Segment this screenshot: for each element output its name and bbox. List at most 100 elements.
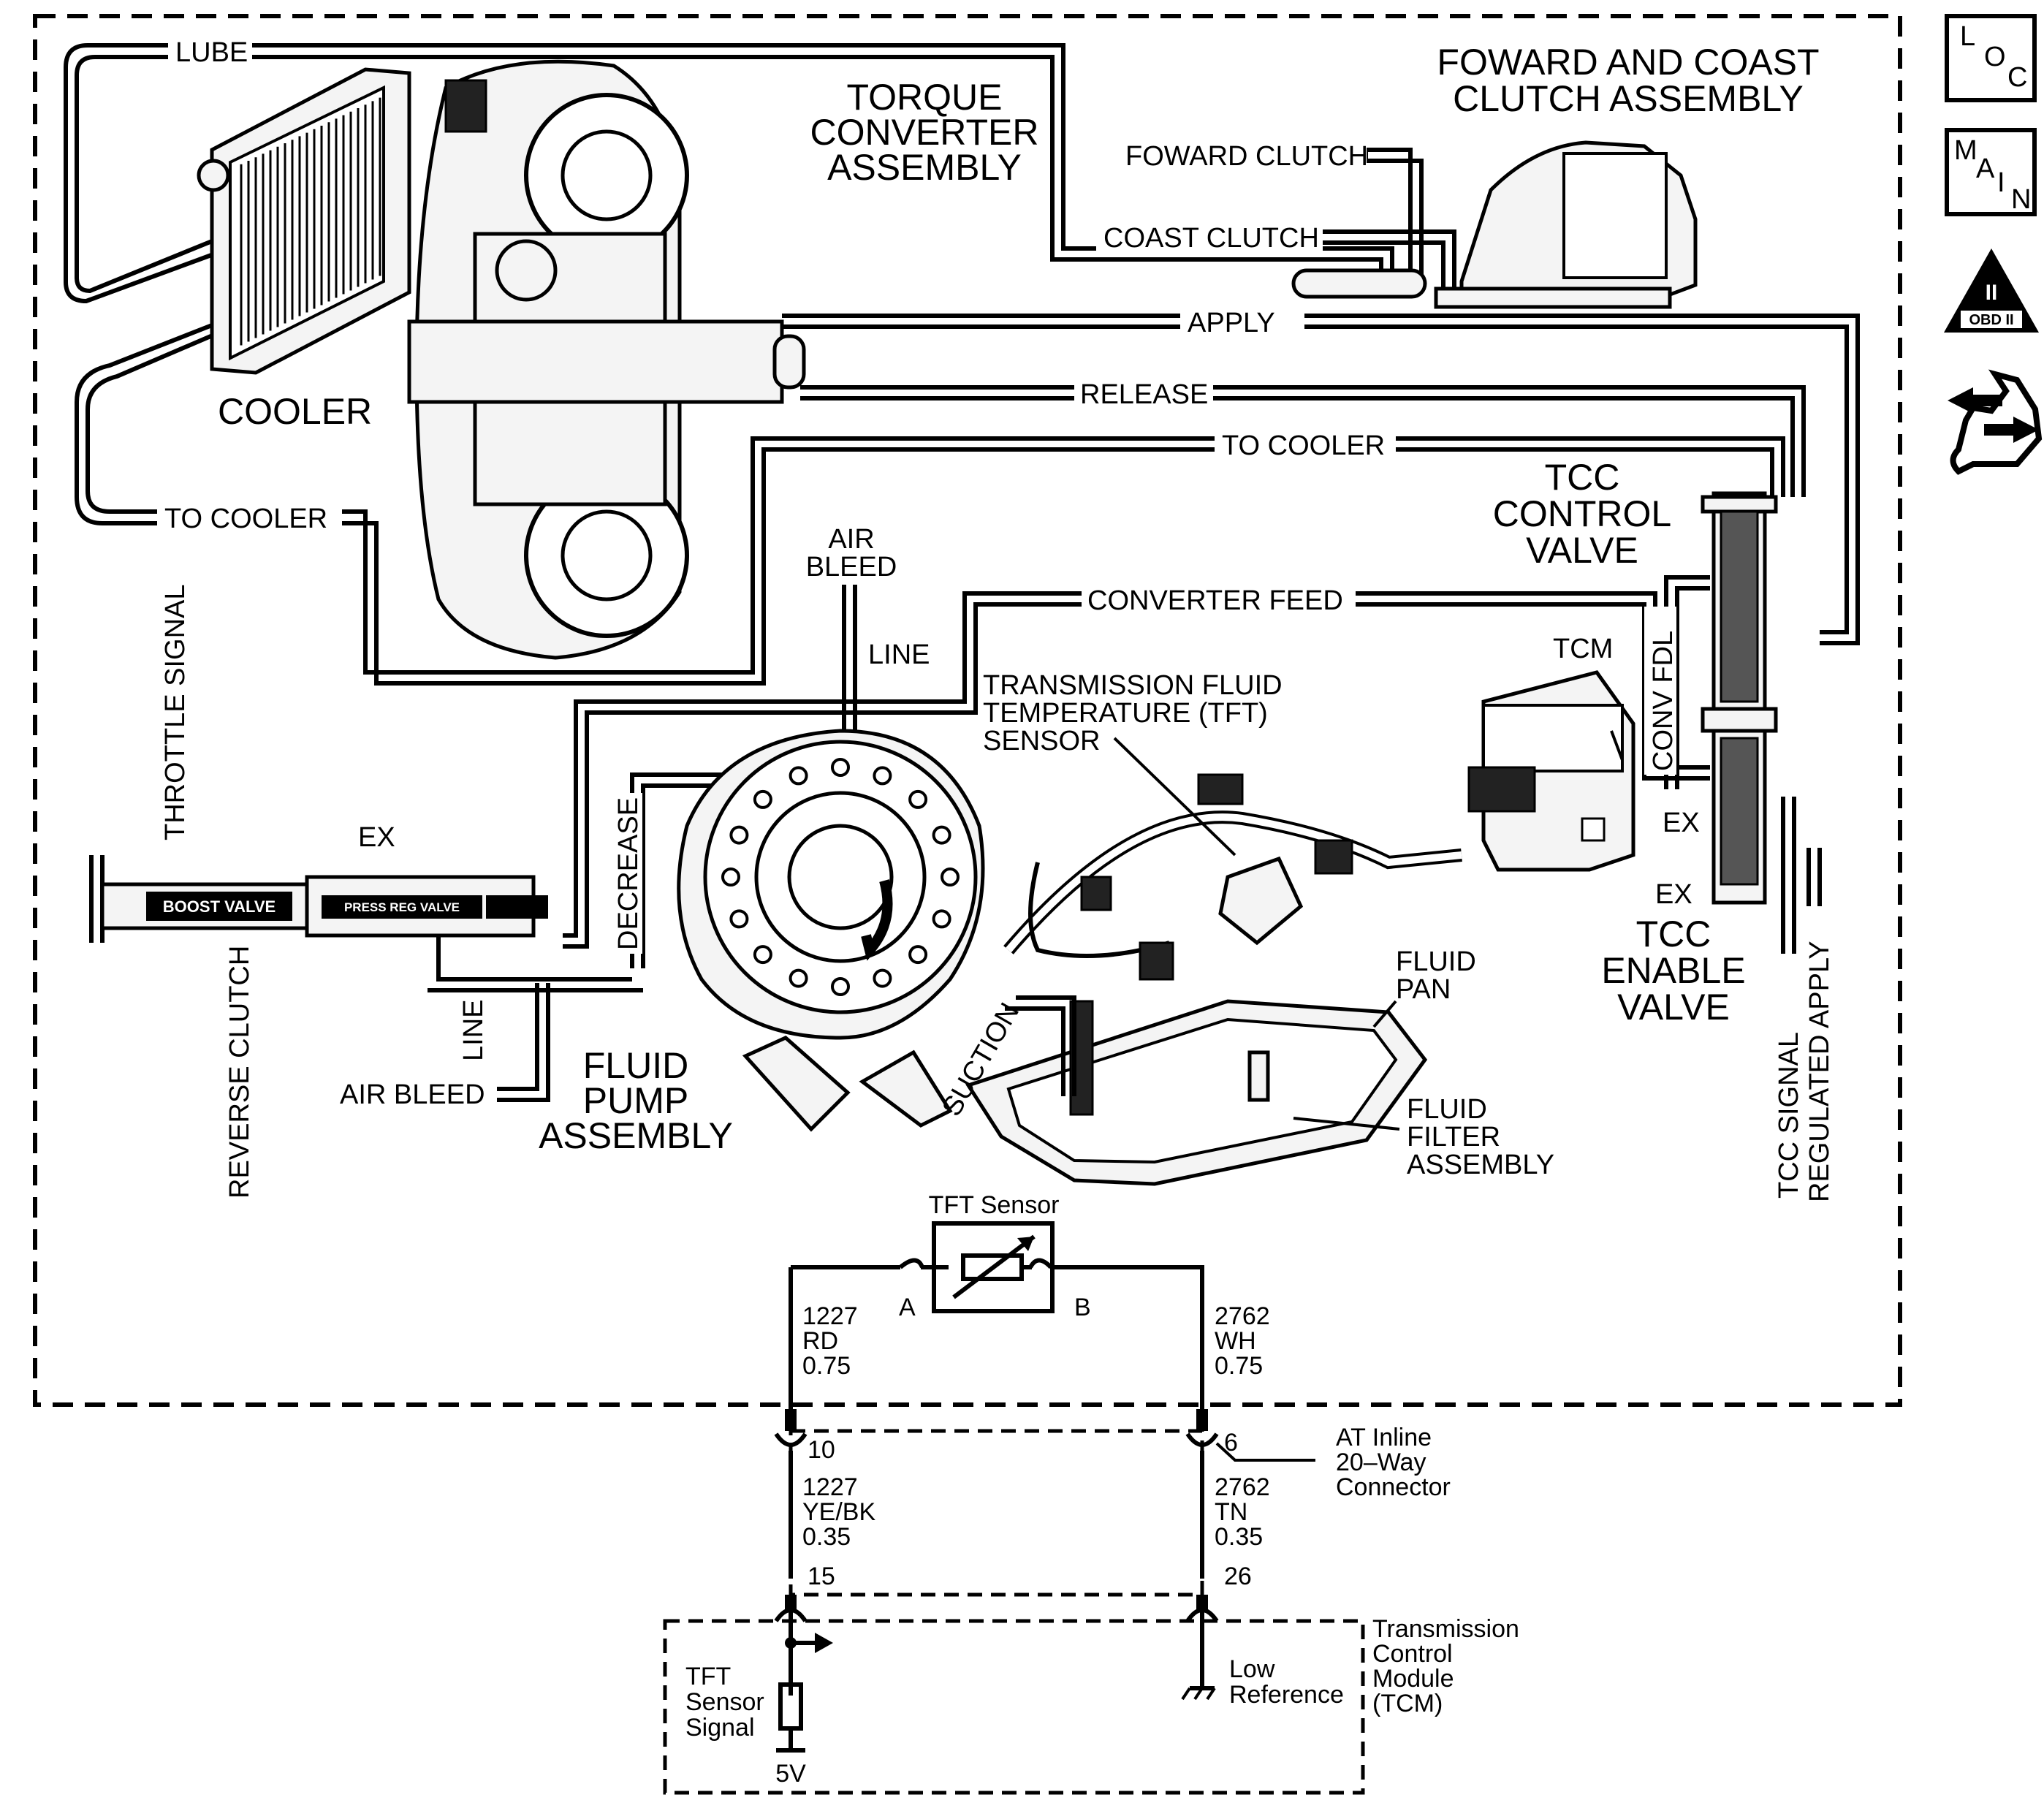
wire-left-top-size: 0.75 [802, 1352, 851, 1380]
low-reference-line2: Reference [1229, 1681, 1344, 1709]
main-button[interactable]: M A I N [1945, 128, 2037, 216]
main-letter-i: I [1997, 167, 2005, 198]
wire-right-top-num: 2762 [1215, 1302, 1270, 1330]
wire-right-top-color: WH [1215, 1327, 1256, 1355]
wire-left-bottom-num: 1227 [802, 1473, 858, 1501]
low-reference-line1: Low [1229, 1655, 1275, 1683]
fluid-pan-line2: PAN [1396, 974, 1451, 1005]
tcc-control-line2: CONTROL [1493, 493, 1671, 534]
tft-signal-line1: TFT [685, 1663, 731, 1690]
pressure-regulator: BOOST VALVE PRESS REG VALVE [89, 855, 548, 943]
pump-port [753, 789, 772, 809]
forward-coast-line1: FOWARD AND COAST [1437, 42, 1819, 83]
press-reg-valve-label: PRESS REG VALVE [344, 900, 460, 914]
obd-ii-icon[interactable]: II OBD II [1944, 248, 2039, 333]
tcc-enable-line3: VALVE [1617, 987, 1730, 1028]
forward-coast-clutch [1291, 140, 1698, 309]
pump-port [873, 968, 892, 988]
module-line1: Transmission [1372, 1615, 1519, 1643]
pump-port [831, 977, 850, 996]
forward-coast-line2: CLUTCH ASSEMBLY [1453, 78, 1804, 119]
loc-letter-c: C [2007, 62, 2027, 93]
loc-letter-l: L [1960, 21, 1975, 52]
fluid-filter-line2: FILTER [1407, 1122, 1500, 1153]
fluid-filter-line3: ASSEMBLY [1407, 1150, 1554, 1180]
tft-signal-line2: Sensor [685, 1688, 764, 1716]
wrench-arrows-icon[interactable] [1948, 369, 2043, 475]
pump-port [908, 945, 928, 965]
component-labels: TORQUE CONVERTER ASSEMBLY FOWARD AND COA… [218, 42, 1820, 1180]
loc-button[interactable]: L O C [1945, 14, 2037, 102]
pin-10: 10 [808, 1436, 835, 1464]
cooler-label: COOLER [218, 391, 372, 432]
module-line2: Control [1372, 1640, 1453, 1668]
fluid-pump [677, 729, 985, 1132]
apply-label: APPLY [1188, 308, 1275, 338]
voltage-label: 5V [775, 1760, 806, 1788]
boost-valve-label: BOOST VALVE [163, 897, 276, 916]
decrease-label: DECREASE [613, 797, 644, 950]
pump-port [908, 789, 928, 809]
pump-port [941, 867, 960, 886]
fluid-pump-line2: PUMP [583, 1080, 688, 1121]
ex-right-1-label: EX [1663, 808, 1700, 838]
torque-converter-line2: CONVERTER [810, 112, 1038, 153]
tcc-valve-body [1701, 491, 1778, 905]
electrical-schematic: TFT Sensor A B 1227 RD 0.75 2762 WH 0.75… [663, 1191, 1519, 1795]
tcc-control-line3: VALVE [1526, 530, 1638, 571]
tcm-module [1467, 670, 1635, 872]
fluid-pump-line1: FLUID [583, 1045, 688, 1086]
pump-port [729, 825, 749, 845]
tft-sensor-line2: TEMPERATURE (TFT) [983, 698, 1268, 729]
tft-sensor-line1: TRANSMISSION FLUID [983, 670, 1283, 701]
wire-left-top-num: 1227 [802, 1302, 858, 1330]
pump-port [873, 766, 892, 786]
obd-numeral: II [1986, 281, 1998, 305]
connector-line1: AT Inline [1336, 1424, 1432, 1451]
main-letter-a: A [1976, 153, 1995, 184]
connector-line2: 20–Way [1336, 1449, 1426, 1476]
tcc-enable-line2: ENABLE [1601, 950, 1745, 991]
air-bleed-top-line2: BLEED [806, 552, 897, 582]
pump-port [789, 968, 808, 988]
wire-left-bottom-size: 0.35 [802, 1523, 851, 1551]
loc-letter-o: O [1984, 42, 2006, 72]
fluid-pan-line1: FLUID [1396, 946, 1476, 977]
air-bleed-top-line1: AIR [828, 524, 874, 555]
fluid-pan [965, 999, 1428, 1186]
line-bottom-label: LINE [458, 1000, 489, 1061]
line-top-label: LINE [868, 639, 930, 670]
hydraulic-lines [64, 43, 1860, 1199]
foward-clutch-label: FOWARD CLUTCH [1125, 141, 1368, 172]
converter-feed-label: CONVERTER FEED [1087, 585, 1343, 616]
module-line3: Module [1372, 1665, 1454, 1693]
wire-left-top-color: RD [802, 1327, 838, 1355]
tft-sensor-line3: SENSOR [983, 726, 1100, 756]
coast-clutch-label: COAST CLUTCH [1103, 223, 1319, 254]
circuit-labels: LUBE FOWARD CLUTCH COAST CLUTCH APPLY RE… [157, 35, 1835, 1206]
release-label: RELEASE [1080, 379, 1208, 410]
lube-label: LUBE [175, 37, 248, 68]
torque-converter-line1: TORQUE [847, 77, 1003, 118]
to-cooler-right-label: TO COOLER [1222, 430, 1385, 461]
tft-harness [1003, 773, 1462, 981]
pin-15: 15 [808, 1563, 835, 1590]
air-bleed-bottom-label: AIR BLEED [340, 1079, 485, 1110]
connector-line3: Connector [1336, 1473, 1451, 1501]
wire-right-bottom-color: TN [1215, 1498, 1247, 1526]
tcm-label: TCM [1553, 634, 1613, 664]
tcc-control-line1: TCC [1545, 457, 1620, 498]
cooler-unit [197, 67, 411, 375]
reverse-clutch-label: REVERSE CLUTCH [224, 946, 255, 1199]
pump-port [932, 825, 951, 845]
pump-port [729, 909, 749, 929]
wire-right-bottom-size: 0.35 [1215, 1523, 1263, 1551]
ex-left-label: EX [358, 822, 395, 853]
tcc-signal-label: TCC SIGNAL [1774, 1032, 1804, 1199]
wire-right-bottom-num: 2762 [1215, 1473, 1270, 1501]
tcc-enable-line1: TCC [1636, 914, 1711, 954]
pin-6: 6 [1224, 1429, 1238, 1457]
pump-port [721, 867, 740, 886]
pin-b: B [1074, 1294, 1091, 1321]
